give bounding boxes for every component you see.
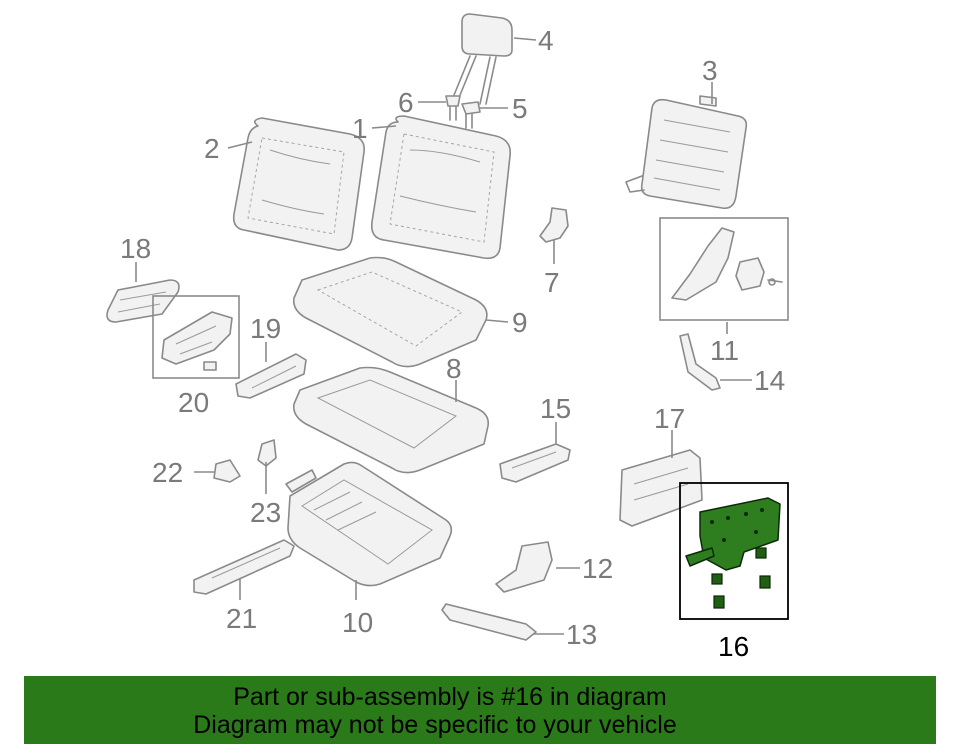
part-5-headrest-guide[interactable] <box>461 101 481 129</box>
callout-12: 12 <box>582 553 613 584</box>
callout-5: 5 <box>512 93 528 124</box>
part-14-cover-strip[interactable] <box>679 333 721 391</box>
part-16-seat-bracket-highlighted[interactable] <box>679 482 789 620</box>
callout-17: 17 <box>654 403 685 434</box>
callout-23: 23 <box>250 497 281 528</box>
callout-11: 11 <box>710 335 739 366</box>
part-4-headrest[interactable] <box>451 13 513 105</box>
callout-18: 18 <box>120 233 151 264</box>
callout-6: 6 <box>398 87 414 118</box>
part-17-side-cover[interactable] <box>619 449 703 527</box>
part-8-seat-cushion-pad[interactable] <box>292 366 490 474</box>
part-20-recliner-group[interactable] <box>152 295 240 379</box>
part-15-bracket[interactable] <box>499 443 571 483</box>
part-7-bracket[interactable] <box>539 207 569 243</box>
part-12-cover[interactable] <box>495 541 553 593</box>
part-10-seat-frame[interactable] <box>285 461 453 587</box>
part-1-seatback-cushion[interactable] <box>370 115 512 260</box>
leader-lines <box>135 37 752 635</box>
callout-9: 9 <box>512 307 528 338</box>
part-2-seatback-cover[interactable] <box>232 117 366 251</box>
callout-13: 13 <box>566 619 597 650</box>
callout-19: 19 <box>250 313 281 344</box>
part-21-seat-rail[interactable] <box>193 539 295 595</box>
part-3-seatback-frame[interactable] <box>625 95 748 210</box>
banner-line-2: Diagram may not be specific to your vehi… <box>193 711 677 739</box>
callout-labels: 4 6 5 1 2 3 7 9 8 11 14 18 19 20 15 17 2… <box>120 25 785 662</box>
callout-20: 20 <box>178 387 209 418</box>
callout-21: 21 <box>226 603 257 634</box>
callout-3: 3 <box>702 55 718 86</box>
callout-14: 14 <box>754 365 785 396</box>
callout-2: 2 <box>204 133 220 164</box>
callout-1: 1 <box>352 113 368 144</box>
part-23-hook[interactable] <box>257 439 277 467</box>
part-22-clip[interactable] <box>213 459 241 483</box>
callout-16: 16 <box>718 631 749 662</box>
part-18-side-cover[interactable] <box>106 279 180 323</box>
part-13-trim-strip[interactable] <box>441 603 537 641</box>
callout-10: 10 <box>342 607 373 638</box>
callout-15: 15 <box>540 393 571 424</box>
info-banner: Part or sub-assembly is #16 in diagram D… <box>24 676 936 744</box>
callout-4: 4 <box>538 25 554 56</box>
part-9-seat-cushion-cover[interactable] <box>292 256 488 368</box>
part-19-recliner-cover[interactable] <box>235 353 307 399</box>
part-11-group[interactable] <box>659 217 789 321</box>
callout-7: 7 <box>544 267 560 298</box>
part-6-headrest-guide[interactable] <box>445 95 461 121</box>
callout-8: 8 <box>446 353 462 384</box>
seat-parts-diagram: 4 6 5 1 2 3 7 9 8 11 14 18 19 20 15 17 2… <box>106 13 789 662</box>
banner-line-1: Part or sub-assembly is #16 in diagram <box>233 683 667 711</box>
callout-22: 22 <box>152 457 183 488</box>
